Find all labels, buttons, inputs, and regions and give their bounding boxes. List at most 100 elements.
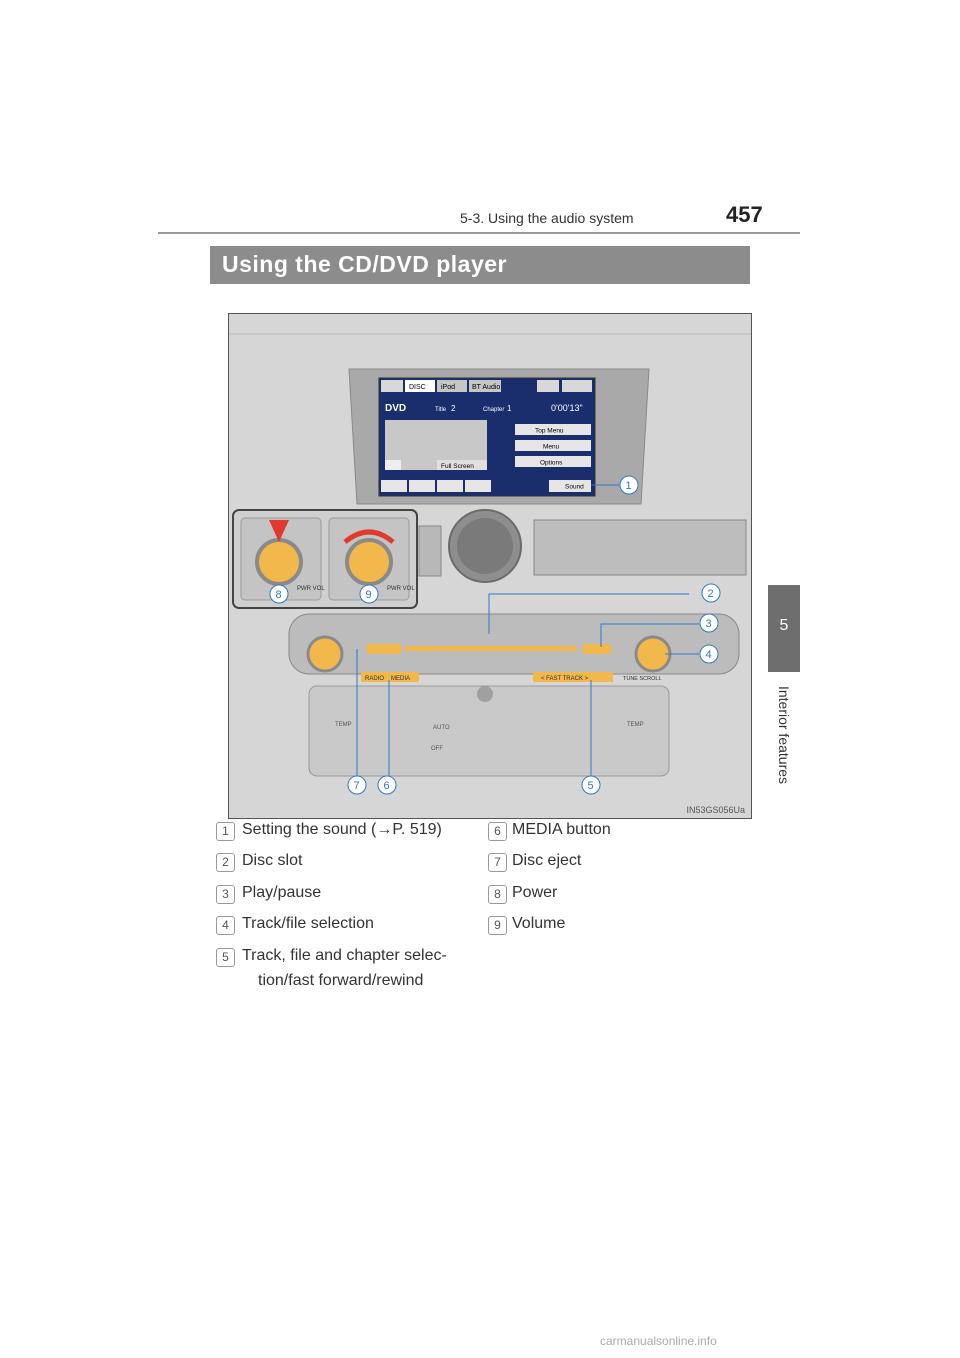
tune-knob [634, 635, 672, 673]
legend-num-5: 5 [216, 948, 235, 967]
tune-scroll-label: TUNE SCROLL [623, 676, 662, 682]
radio-label: RADIO [365, 676, 384, 682]
callout-8: 8 [269, 584, 289, 604]
stop-icon [409, 480, 435, 492]
forward-arrow-icon [537, 380, 559, 392]
chapter-label: Chapter [483, 407, 504, 413]
chapter-value: 1 [507, 404, 512, 413]
tab-bt-audio [469, 380, 501, 392]
legend-num-7: 7 [488, 853, 507, 872]
menu-label: Menu [543, 444, 560, 451]
legend-text-1: Setting the sound (→P. 519) [242, 821, 442, 838]
pwr-vol-label-2: PWR VOL [387, 586, 415, 592]
callout-9-label: 9 [366, 589, 372, 601]
callout-9: 9 [359, 584, 379, 604]
rewind-icon [381, 480, 407, 492]
legend-text-8: Power [512, 884, 558, 901]
section-title-bar: Using the CD/DVD player [210, 246, 750, 284]
legend-text-7: Disc eject [512, 852, 582, 869]
tab-bt-label: BT Audio [472, 384, 500, 391]
callout-lines [356, 484, 699, 784]
menu-button [515, 440, 591, 451]
header-rule [158, 232, 800, 234]
callout-5: 5 [581, 775, 601, 795]
title-value: 2 [451, 404, 456, 413]
callout-4-label: 4 [706, 649, 712, 661]
full-screen-label: Full Screen [441, 463, 474, 470]
press-arrow-icon [269, 520, 289, 542]
sound-label: Sound [565, 484, 584, 491]
callout-6: 6 [377, 775, 397, 795]
temp-label-right: TEMP [627, 722, 644, 728]
legend-num-2: 2 [216, 853, 235, 872]
chapter-label: Interior features [776, 685, 792, 785]
legend-text-2: Disc slot [242, 852, 303, 869]
media-label: MEDIA [391, 676, 410, 682]
tab-ipod-label: iPod [441, 384, 455, 391]
legend-text-5-cont: tion/fast forward/rewind [258, 972, 424, 989]
fast-track-buttons [533, 672, 613, 682]
pwr-vol-knob [306, 635, 344, 673]
chapter-number: 5 [779, 617, 789, 634]
volume-knob [345, 538, 393, 586]
off-label: OFF [431, 746, 443, 752]
callout-2: 2 [701, 583, 721, 603]
pause-icon [437, 480, 463, 492]
climate-panel [308, 685, 670, 777]
callout-7-label: 7 [354, 780, 360, 792]
legend-text-9: Volume [512, 915, 566, 932]
full-screen-button [437, 460, 487, 470]
legend-num-9: 9 [488, 916, 507, 935]
callout-8-label: 8 [276, 589, 282, 601]
callout-3: 3 [699, 613, 719, 633]
figure-code: IN53GS056Ua [686, 805, 745, 815]
options-label: Options [540, 460, 563, 467]
back-arrow-icon [381, 380, 403, 392]
screen-mode-icon [385, 460, 401, 470]
callout-1: 1 [619, 475, 639, 495]
legend-num-3: 3 [216, 885, 235, 904]
power-knob [255, 538, 303, 586]
chapter-label-box: Interior features [762, 680, 806, 790]
legend-text-3: Play/pause [242, 884, 322, 901]
temp-label-left: TEMP [335, 722, 352, 728]
elapsed-time: 0'00'13" [551, 403, 583, 413]
top-menu-label: Top Menu [535, 428, 564, 435]
rotate-arrow-icon [343, 529, 395, 544]
tab-disc [405, 380, 435, 392]
tab-disc-label: DISC [409, 384, 426, 391]
source-label: DVD [385, 403, 406, 414]
sound-button [549, 480, 591, 492]
dashboard-illustration: DISC iPod BT Audio DVD Title 2 Chapter 1… [229, 314, 751, 818]
pwr-vol-label-1: PWR VOL [297, 586, 325, 592]
options-button [515, 456, 591, 467]
left-vent [418, 525, 442, 577]
legend-num-6: 6 [488, 822, 507, 841]
page-number: 457 [726, 202, 763, 227]
legend-text-5: Track, file and chapter selec- [242, 947, 447, 964]
title-label: Title [435, 407, 447, 413]
watermark: carmanualsonline.info [600, 1334, 717, 1348]
callout-2-label: 2 [708, 588, 714, 600]
touch-screen: DISC iPod BT Audio DVD Title 2 Chapter 1… [378, 377, 596, 497]
hazard-icon [477, 686, 493, 702]
chapter-tab: 5 [768, 585, 800, 672]
legend-num-4: 4 [216, 916, 235, 935]
callout-6-label: 6 [384, 780, 390, 792]
callout-4: 4 [699, 644, 719, 664]
legend-num-1: 1 [216, 822, 235, 841]
fast-forward-icon [465, 480, 491, 492]
disc-slot [405, 646, 577, 651]
right-vent [533, 519, 747, 576]
radio-media-buttons [361, 672, 419, 682]
play-pause-button [583, 644, 611, 654]
running-title: 5-3. Using the audio system [460, 210, 634, 226]
tab-ipod [437, 380, 467, 392]
callout-1-label: 1 [626, 480, 632, 492]
top-menu-button [515, 424, 591, 435]
fast-track-label: < FAST TRACK > [541, 676, 589, 682]
audio-system-figure: DISC iPod BT Audio DVD Title 2 Chapter 1… [228, 313, 752, 819]
callout-7: 7 [347, 775, 367, 795]
section-title: Using the CD/DVD player [222, 251, 507, 277]
callout-5-label: 5 [588, 780, 594, 792]
